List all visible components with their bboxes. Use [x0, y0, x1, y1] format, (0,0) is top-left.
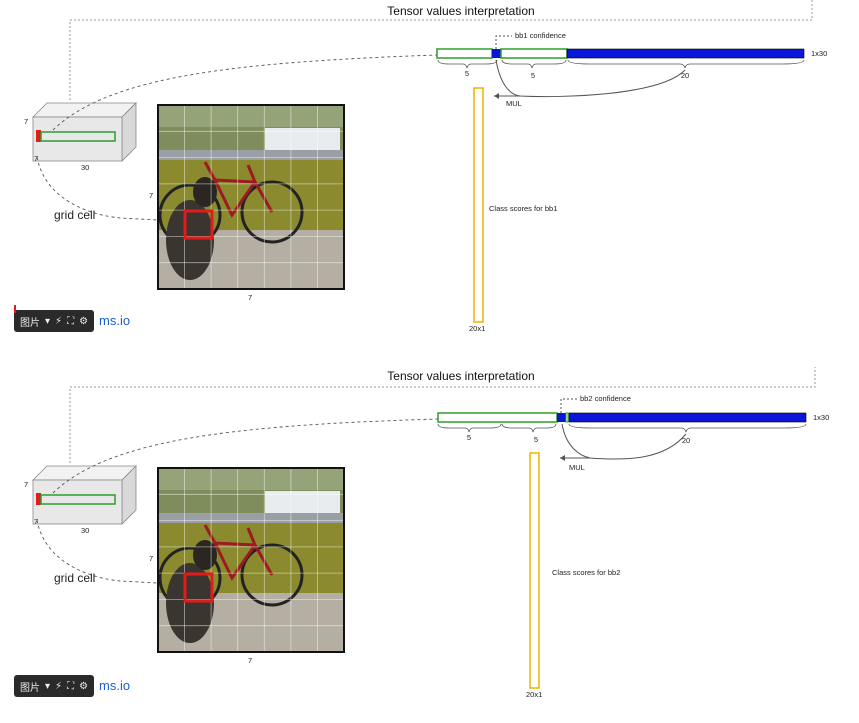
cube-depth-label: 7 [34, 154, 38, 163]
grid-cell-connector [36, 156, 159, 221]
grid-cell-highlight [183, 572, 214, 603]
brand-link[interactable]: ms.io [99, 678, 131, 693]
cube-front [32, 116, 123, 162]
grid-cell-label: grid cell [54, 208, 95, 222]
photo-dog-bicycle [158, 105, 344, 289]
image-side-label: 7 [149, 554, 153, 563]
mul-arrowhead [494, 93, 499, 99]
class-scores-label: Class scores for bb1 [489, 204, 557, 213]
cube-top [32, 465, 137, 481]
class-scores-column [529, 452, 540, 689]
dotted-frame [69, 0, 813, 100]
confidence-label: bb1 confidence [515, 31, 566, 40]
panel-bb1: Tensor values interpretation 1x30 bb1 co… [0, 0, 859, 360]
cube-height-label: 7 [24, 117, 28, 126]
panel-bb2: Tensor values interpretation 1x30 bb2 co… [0, 363, 859, 723]
cube-cell-highlight [36, 493, 41, 505]
image-side-label: 7 [149, 191, 153, 200]
separator-segment [565, 412, 569, 423]
expand-icon[interactable]: ⛶ [67, 680, 75, 692]
confidence-pointer [560, 398, 578, 413]
size-label: 1x30 [811, 49, 827, 58]
brace-2 [501, 59, 567, 69]
column-size-label: 20x1 [469, 324, 485, 333]
seg-label-3: 20 [681, 71, 689, 80]
photo-frame [157, 104, 345, 290]
mul-curve [561, 423, 687, 460]
class-scores-column [473, 87, 484, 323]
lightning-icon[interactable]: ⚡ [55, 680, 63, 692]
size-label: 1x30 [813, 413, 829, 422]
seg-label-2: 5 [534, 435, 538, 444]
photo-frame [157, 467, 345, 653]
dotted-frame [69, 367, 816, 463]
box-params-segment [437, 412, 558, 423]
gear-icon[interactable]: ⚙ [79, 315, 89, 327]
class-probs-segment [566, 48, 805, 59]
brace-3 [567, 59, 805, 69]
seg-label-1: 5 [467, 433, 471, 442]
dropdown-icon[interactable]: ▾ [45, 315, 51, 327]
toolbar-text: 图片 [20, 317, 40, 329]
grid-cell-highlight [183, 209, 214, 240]
brace-2 [501, 423, 557, 433]
box2-params-segment [500, 48, 568, 59]
diagram-title: Tensor values interpretation [387, 369, 534, 383]
image-bottom-label: 7 [248, 656, 252, 665]
image-toolbar[interactable]: 图片 ▾ ⚡ ⛶ ⚙ [14, 310, 95, 332]
class-scores-label: Class scores for bb2 [552, 568, 620, 577]
seg-label-2: 5 [531, 71, 535, 80]
column-size-label: 20x1 [526, 690, 542, 699]
toolbar-text: 图片 [20, 682, 40, 694]
expand-icon[interactable]: ⛶ [67, 315, 75, 327]
dropdown-icon[interactable]: ▾ [45, 680, 51, 692]
diagram-title: Tensor values interpretation [387, 4, 534, 18]
mul-arrowhead [560, 455, 565, 461]
grid-cell-connector [36, 519, 159, 584]
brace-3 [568, 423, 807, 433]
confidence-pointer [495, 35, 512, 49]
cube-tensor-row [40, 494, 116, 505]
cube-tensor-row [40, 131, 116, 142]
diagram-canvas: Tensor values interpretation 1x30 bb2 co… [24, 367, 829, 699]
gear-icon[interactable]: ⚙ [79, 680, 89, 692]
cube-to-tensor-connector [52, 54, 438, 131]
diagram-canvas: Tensor values interpretation 1x30 bb1 co… [24, 0, 827, 333]
mul-label: MUL [506, 99, 522, 108]
confidence-segment [492, 49, 501, 58]
grid-cell-label: grid cell [54, 571, 95, 585]
cube-to-tensor-connector [52, 418, 439, 494]
grid-overlay [158, 105, 344, 289]
image-toolbar[interactable]: 图片 ▾ ⚡ ⛶ ⚙ [14, 675, 95, 697]
seg-label-3: 20 [682, 436, 690, 445]
brace-1 [437, 59, 498, 69]
box-params-segment [436, 48, 493, 59]
cube-width-label: 30 [81, 526, 89, 535]
cube-cell-highlight [36, 130, 41, 142]
mul-curve [495, 59, 686, 98]
photo-dog-bicycle [158, 468, 344, 652]
cube-front [32, 479, 123, 525]
class-probs-segment [568, 412, 807, 423]
red-marker [14, 305, 16, 313]
brand-link[interactable]: ms.io [99, 313, 131, 328]
brace-1 [437, 423, 502, 433]
confidence-label: bb2 confidence [580, 394, 631, 403]
mul-label: MUL [569, 463, 585, 472]
cube-width-label: 30 [81, 163, 89, 172]
confidence-segment [557, 413, 566, 422]
cube-top [32, 102, 137, 118]
cube-height-label: 7 [24, 480, 28, 489]
image-bottom-label: 7 [248, 293, 252, 302]
cube-depth-label: 7 [34, 517, 38, 526]
seg-label-1: 5 [465, 69, 469, 78]
lightning-icon[interactable]: ⚡ [55, 315, 63, 327]
